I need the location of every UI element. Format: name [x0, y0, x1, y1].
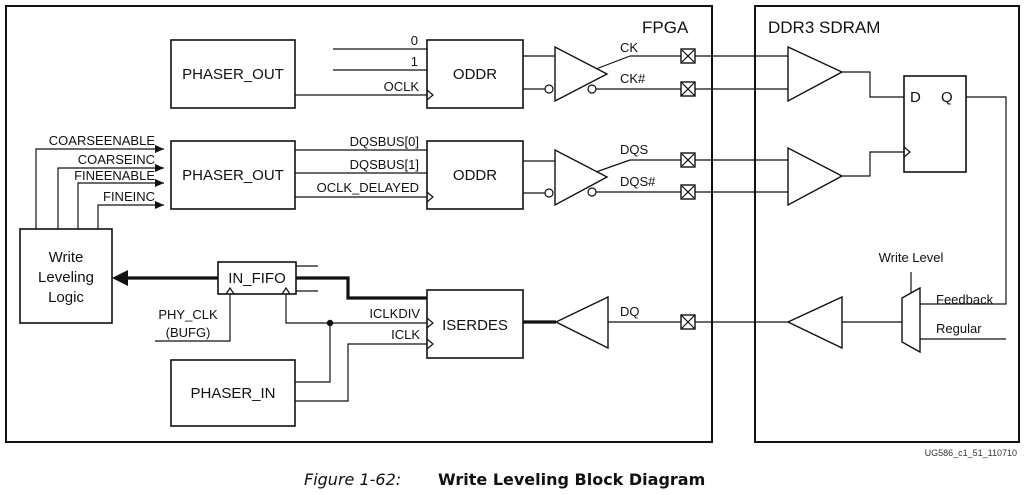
in-fifo-label: IN_FIFO	[228, 270, 286, 287]
sdram-dq-buffer	[786, 295, 843, 350]
sdram-region	[754, 5, 1020, 443]
oddr-label-1: ODDR	[453, 66, 497, 83]
fpga-title: FPGA	[642, 18, 689, 37]
caption-number: Figure 1-62:	[304, 470, 401, 489]
iclkdiv-junction	[326, 319, 334, 327]
dqs-n-label: DQS#	[620, 174, 656, 189]
phaser-out-block-2	[170, 140, 296, 210]
phy-clk-label: PHY_CLK	[158, 307, 218, 322]
oddr-input-0-label: 0	[411, 33, 418, 48]
ck-output-buffer	[554, 45, 609, 103]
sdram-title: DDR3 SDRAM	[768, 18, 880, 37]
fpga-region	[5, 5, 713, 443]
oddr-block-1	[426, 39, 524, 109]
oddr-block-2	[426, 140, 524, 210]
coarseenable-label: COARSEENABLE	[49, 133, 156, 148]
write-leveling-logic-line-1: Write	[49, 249, 84, 266]
ck-n-label: CK#	[620, 71, 646, 86]
oddr-input-1-label: 1	[411, 54, 418, 69]
figure-id: UG586_c1_51_110710	[925, 448, 1017, 458]
caption-title: Write Leveling Block Diagram	[438, 470, 705, 489]
dq-input-buffer	[554, 295, 609, 350]
ck-n-pin-icon	[680, 81, 696, 97]
iclkdiv-label: ICLKDIV	[369, 306, 420, 321]
sdram-dqs-buffer	[787, 146, 844, 207]
dqs-n-pin-icon	[680, 184, 696, 200]
oclk-label: OCLK	[384, 79, 420, 94]
phaser-in-label: PHASER_IN	[190, 385, 275, 402]
write-level-label: Write Level	[879, 250, 944, 265]
feedback-label: Feedback	[936, 292, 994, 307]
iclk-label: ICLK	[391, 327, 420, 342]
sdram-ck-buffer	[787, 45, 844, 103]
write-level-mux	[901, 286, 921, 354]
dqs-output-buffer	[554, 148, 609, 207]
dq-pin-icon	[680, 314, 696, 330]
dqsbus1-label: DQSBUS[1]	[350, 157, 419, 172]
phaser-out-block-1	[170, 39, 296, 109]
dqs-label: DQS	[620, 142, 649, 157]
write-leveling-logic-block	[19, 228, 113, 324]
bufg-label: (BUFG)	[166, 325, 211, 340]
fineenable-label: FINEENABLE	[74, 168, 155, 183]
oclk-delayed-label: OCLK_DELAYED	[317, 180, 419, 195]
iserdes-block	[426, 289, 524, 359]
flipflop-d-label: D	[910, 89, 921, 106]
ck-pin-icon	[680, 48, 696, 64]
dq-flipflop	[903, 75, 967, 173]
write-leveling-logic-line-3: Logic	[48, 289, 84, 306]
phaser-out-label-1: PHASER_OUT	[182, 66, 284, 83]
flipflop-q-label: Q	[941, 89, 953, 106]
dq-label: DQ	[620, 304, 640, 319]
phaser-in-block	[170, 359, 296, 427]
oddr-label-2: ODDR	[453, 167, 497, 184]
dqs-pin-icon	[680, 152, 696, 168]
coarseinc-label: COARSEINC	[78, 152, 155, 167]
write-leveling-logic-line-2: Leveling	[38, 269, 94, 286]
ck-label: CK	[620, 40, 638, 55]
regular-label: Regular	[936, 321, 982, 336]
iserdes-label: ISERDES	[442, 317, 508, 334]
dqsbus0-label: DQSBUS[0]	[350, 134, 419, 149]
phaser-out-label-2: PHASER_OUT	[182, 167, 284, 184]
fineinc-label: FINEINC	[103, 189, 155, 204]
